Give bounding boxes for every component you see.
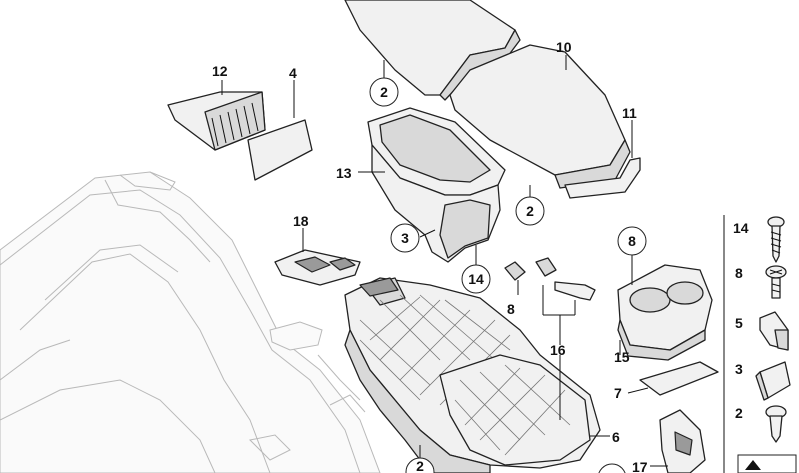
lock-cylinders-16 <box>504 257 596 301</box>
callout-4: 4 <box>289 65 297 81</box>
reference-symbol-icon <box>737 454 797 473</box>
cover-plate-4 <box>247 119 313 181</box>
callout-15: 16 <box>550 342 566 358</box>
legend-label-3: 3 <box>735 361 743 377</box>
callout-6: 7 <box>614 385 622 401</box>
callout-7: 15 <box>614 349 630 365</box>
storage-tray-13 <box>367 107 506 263</box>
push-rivet-icon <box>765 405 787 443</box>
callout-2-upper: 2 <box>380 84 388 100</box>
legend-label-8: 8 <box>735 265 743 281</box>
cupholder-7 <box>617 264 713 361</box>
callout-16: 8 <box>507 301 515 317</box>
callout-17: 17 <box>632 459 648 473</box>
cap-icon <box>755 361 791 401</box>
callout-13: 13 <box>336 165 352 181</box>
bolt-icon <box>765 265 787 299</box>
armrest-cover-10 <box>449 44 631 189</box>
trim-strip-11 <box>564 157 641 199</box>
callout-labels: 12 4 10 11 13 18 8 16 15 7 6 17 <box>212 39 648 473</box>
screw-icon <box>767 216 785 263</box>
center-tunnel-outline <box>0 171 381 473</box>
legend-label-2: 2 <box>735 405 743 421</box>
latch-18 <box>274 249 361 286</box>
callout-14: 14 <box>468 271 484 287</box>
callout-10: 10 <box>556 39 572 55</box>
callout-2-lower: 2 <box>416 458 424 473</box>
callout-2-mid: 2 <box>526 203 534 219</box>
legend-label-5: 5 <box>735 315 743 331</box>
legend-label-14: 14 <box>733 220 749 236</box>
callout-3: 3 <box>401 230 409 246</box>
leader-lines <box>221 55 668 467</box>
callout-1: 6 <box>612 429 620 445</box>
bracket-12 <box>167 91 266 151</box>
callout-18: 18 <box>293 213 309 229</box>
mat-6 <box>639 361 719 396</box>
fastener-legend: 14 8 5 3 2 <box>723 215 797 473</box>
center-console-1 <box>344 277 601 473</box>
circled-callouts: 2 2 3 14 8 8 2 <box>369 77 647 473</box>
callout-12: 12 <box>212 63 228 79</box>
callout-8-label: 8 <box>628 233 636 249</box>
clip-icon <box>759 311 789 351</box>
callout-11: 11 <box>622 105 637 121</box>
bracket-17 <box>659 409 706 473</box>
